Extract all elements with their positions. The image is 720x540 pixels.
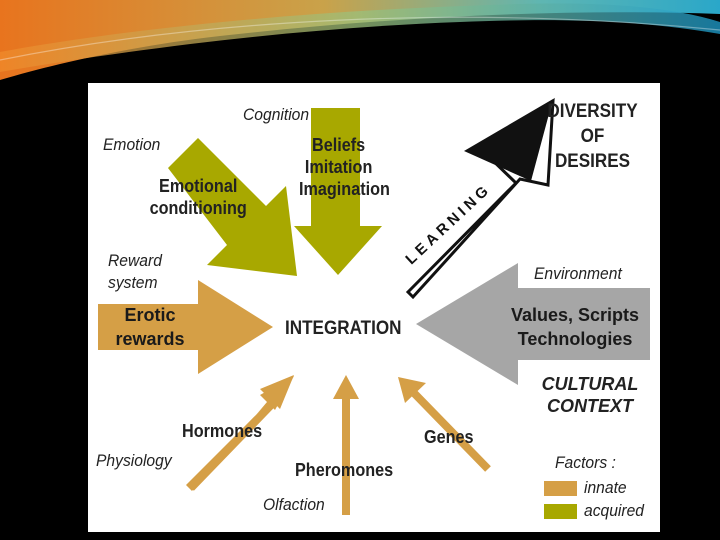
beliefs-arrow <box>294 108 382 275</box>
learning-arrowhead <box>464 99 553 181</box>
label-imagination: Imagination <box>299 179 390 199</box>
legend-swatch-acquired <box>544 504 577 519</box>
label-rewards: rewards <box>115 329 185 349</box>
diagram-arrows <box>98 97 650 519</box>
label-cultural: CULTURAL <box>541 374 639 394</box>
label-erotic: Erotic <box>124 305 176 325</box>
label-values-scripts: Values, Scripts Technologies <box>502 303 648 351</box>
label-genes: Genes <box>424 427 474 447</box>
label-diversity: DIVERSITY <box>547 101 638 122</box>
label-erotic-rewards: Erotic rewards <box>102 303 198 351</box>
label-conditioning: conditioning <box>149 198 247 218</box>
label-cognition: Cognition <box>243 105 310 124</box>
decorative-top-band <box>0 0 720 80</box>
label-emotion: Emotion <box>103 135 161 154</box>
label-environment: Environment <box>534 264 622 283</box>
label-hormones: Hormones <box>182 421 263 441</box>
label-system: system <box>108 273 158 292</box>
emotional-conditioning-arrow <box>168 138 297 276</box>
label-cultural-context: CULTURAL CONTEXT <box>540 373 640 417</box>
label-beliefs: Beliefs <box>312 135 366 155</box>
label-values-scripts-line: Values, Scripts <box>510 305 640 325</box>
label-pheromones: Pheromones <box>295 460 394 480</box>
legend-label-acquired: acquired <box>584 501 645 520</box>
label-physiology: Physiology <box>96 451 172 470</box>
legend-swatch-innate <box>544 481 577 496</box>
label-reward-system: Reward system <box>108 250 162 294</box>
label-emotional: Emotional <box>159 176 238 196</box>
legend-label-innate: innate <box>584 478 627 497</box>
values-scripts-arrow <box>416 263 650 385</box>
label-technologies: Technologies <box>517 329 633 349</box>
label-desires: DESIRES <box>554 151 631 172</box>
label-beliefs-block: Beliefs Imitation Imagination <box>299 134 390 200</box>
label-reward: Reward <box>108 251 162 270</box>
label-imitation: Imitation <box>304 157 373 177</box>
legend-title: Factors : <box>555 453 616 472</box>
label-emotional-conditioning: Emotional conditioning <box>146 175 250 219</box>
label-context: CONTEXT <box>546 396 633 416</box>
erotic-rewards-arrow <box>98 280 273 374</box>
diagram-panel: Cognition Emotion Beliefs Imitation Imag… <box>88 83 660 532</box>
label-olfaction: Olfaction <box>263 495 325 514</box>
label-diversity-of-desires: DIVERSITY OF DESIRES <box>543 99 642 174</box>
label-integration: INTEGRATION <box>285 318 402 339</box>
label-of: OF <box>580 126 605 147</box>
